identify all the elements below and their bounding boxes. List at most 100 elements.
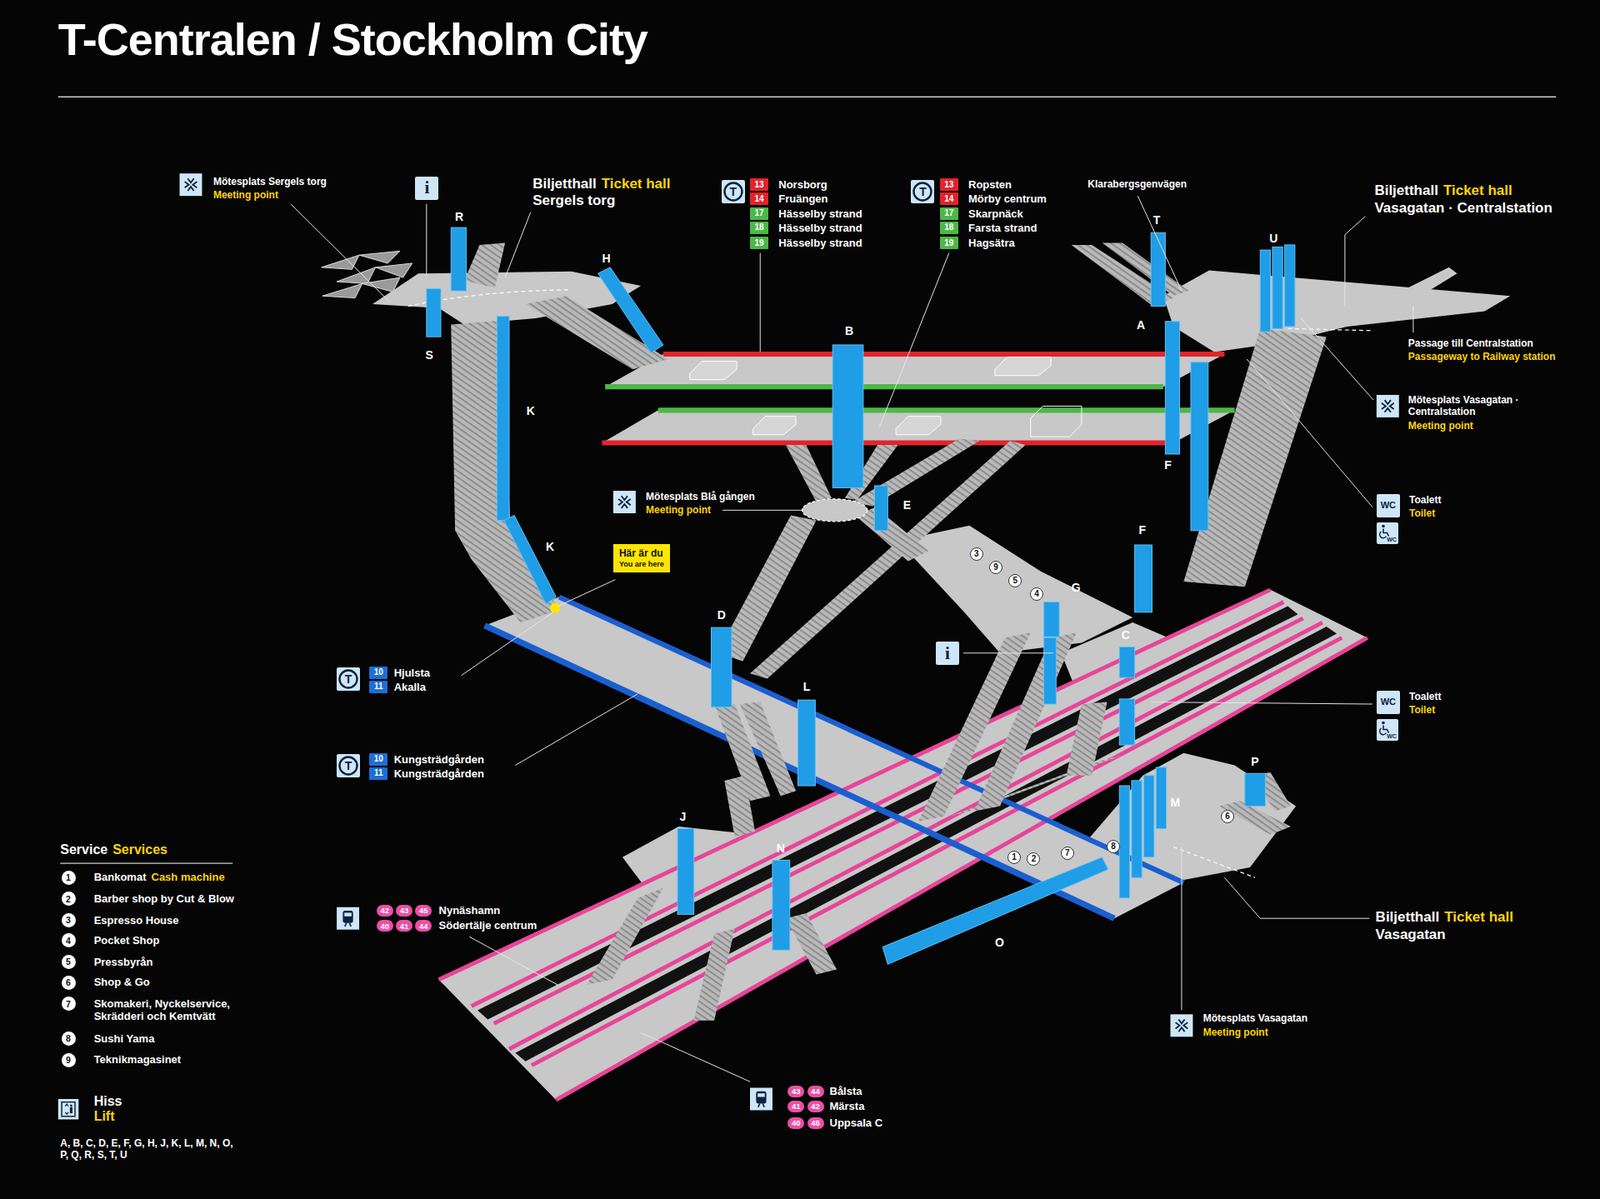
- leader-line: [1137, 195, 1182, 291]
- node-text: 9: [65, 1055, 71, 1065]
- meeting-point-icon: [1376, 395, 1400, 418]
- destination-label: Mörby centrum: [968, 192, 1047, 205]
- place-label: Klarabergsgenvägen: [1087, 178, 1187, 190]
- lift-shaft: [1285, 245, 1295, 327]
- lift-icon: [70, 1107, 73, 1114]
- node-text: 13: [944, 180, 954, 190]
- lift-letter: N: [776, 841, 785, 856]
- node-text: 11: [374, 769, 384, 778]
- station-floor: [605, 354, 1225, 387]
- destination-label: Hagsätra: [968, 236, 1015, 250]
- you-are-here-dot: [550, 603, 560, 614]
- meeting-point-icon: [1175, 1019, 1189, 1032]
- platform-edge: [663, 351, 1225, 357]
- node-text: 7: [65, 1000, 71, 1010]
- service-number: 7: [61, 996, 76, 1011]
- node-text: 17: [754, 209, 764, 218]
- lift-shaft: [772, 860, 790, 950]
- leader-line: [722, 510, 803, 511]
- destination-label: Kungsträdgården: [394, 767, 485, 780]
- node-text: 45: [419, 906, 429, 915]
- train-line-badge: 41: [787, 1100, 805, 1113]
- meeting-point-icon: [180, 173, 1400, 1037]
- ticket-hall-label: Sergels torg: [532, 192, 615, 210]
- node-text: 17: [944, 209, 954, 218]
- node-text: 5: [65, 957, 71, 967]
- service-label: Pressbyrån: [94, 955, 154, 969]
- train-icon: [750, 1088, 773, 1111]
- metro-logo-ring: [724, 182, 742, 200]
- you-are-here-box: Här är duYou are here: [613, 544, 670, 573]
- node-text: i: [945, 645, 950, 663]
- node-text: 3: [65, 915, 71, 925]
- service-number: 5: [1008, 574, 1022, 588]
- wheelchair-symbol: [1383, 528, 1390, 536]
- escalator: [1101, 242, 1189, 296]
- line-badge: 11: [369, 767, 388, 780]
- train-icon: [344, 912, 352, 916]
- lift-icon: [58, 1099, 79, 1120]
- destination-label: Södertälje centrum: [439, 919, 538, 932]
- service-number: 4: [1030, 587, 1044, 601]
- ticket-hall-label: Biljetthall: [532, 175, 597, 193]
- destination-label: Uppsala C: [830, 1116, 884, 1130]
- service-label: Espresso House: [94, 914, 180, 927]
- shop-kiosk: [995, 357, 1051, 376]
- lift-shaft: [1044, 602, 1060, 638]
- escalator: [694, 928, 735, 1020]
- train-icon: [336, 907, 773, 1111]
- platform-edge: [658, 407, 1235, 413]
- lift-list: A, B, C, D, E, F, G, H, J, K, L, M, N, O…: [60, 1137, 240, 1161]
- node-text: 45: [810, 1119, 820, 1128]
- destination-label: Nynäshamn: [439, 904, 501, 917]
- line-badge: 11: [369, 680, 388, 694]
- meeting-point-icon: [613, 490, 636, 514]
- train-icon: [758, 1103, 765, 1107]
- node-text: 10: [374, 668, 384, 677]
- accessible-toilet-icon: WC: [1376, 522, 1399, 545]
- lift-letter: R: [455, 210, 464, 225]
- toilet-label: Toalett: [1409, 494, 1441, 506]
- place-label: Passageway to Railway station: [1408, 350, 1556, 363]
- leader-line: [1300, 318, 1374, 400]
- shop-kiosk: [1030, 405, 1082, 437]
- destination-label: Hässelby strand: [778, 221, 862, 235]
- platform-edge: [509, 622, 1323, 1050]
- node-text: 19: [754, 239, 764, 248]
- node-text: 4: [1034, 590, 1040, 599]
- node-text: 40: [791, 1119, 801, 1128]
- meeting-point-icon: [618, 495, 631, 509]
- lift-shaft: [1044, 637, 1057, 705]
- meeting-point-icon: [1170, 1014, 1193, 1037]
- line-badge: 13: [750, 178, 769, 191]
- service-number: 3: [61, 913, 76, 928]
- node-text: T: [919, 185, 927, 198]
- info-icon: i: [415, 176, 439, 200]
- train-line-badge: 45: [807, 1117, 825, 1130]
- service-number: 5: [61, 955, 76, 970]
- leader-line: [290, 195, 1414, 1082]
- legend-heading: Services: [112, 842, 168, 859]
- service-number: 2: [61, 891, 76, 906]
- lift-icon: [65, 1104, 69, 1115]
- meeting-point-hub: [801, 499, 867, 522]
- leader-line: [515, 694, 638, 766]
- service-number: 6: [61, 975, 76, 990]
- train-icon: [336, 907, 360, 930]
- line-badge: 18: [750, 221, 769, 235]
- legend-rule: [60, 862, 233, 864]
- leader-line: [425, 204, 427, 276]
- legend-heading: Service: [60, 842, 108, 859]
- lift-shaft: [496, 316, 510, 521]
- toilet-icon: WC: [1376, 494, 1400, 518]
- ticket-hall-label: Biljetthall: [1375, 909, 1440, 926]
- metro-logo-ring: [914, 182, 932, 200]
- node-text: WC: [1380, 500, 1396, 510]
- lift-shaft: [1119, 699, 1135, 745]
- escalator: [1183, 328, 1326, 587]
- title-rule: [58, 96, 1557, 98]
- lift-icon: [58, 1099, 79, 1120]
- wheelchair-symbol: [1379, 531, 1386, 539]
- lift-letter: D: [717, 608, 726, 623]
- lift-letter: K: [526, 404, 535, 419]
